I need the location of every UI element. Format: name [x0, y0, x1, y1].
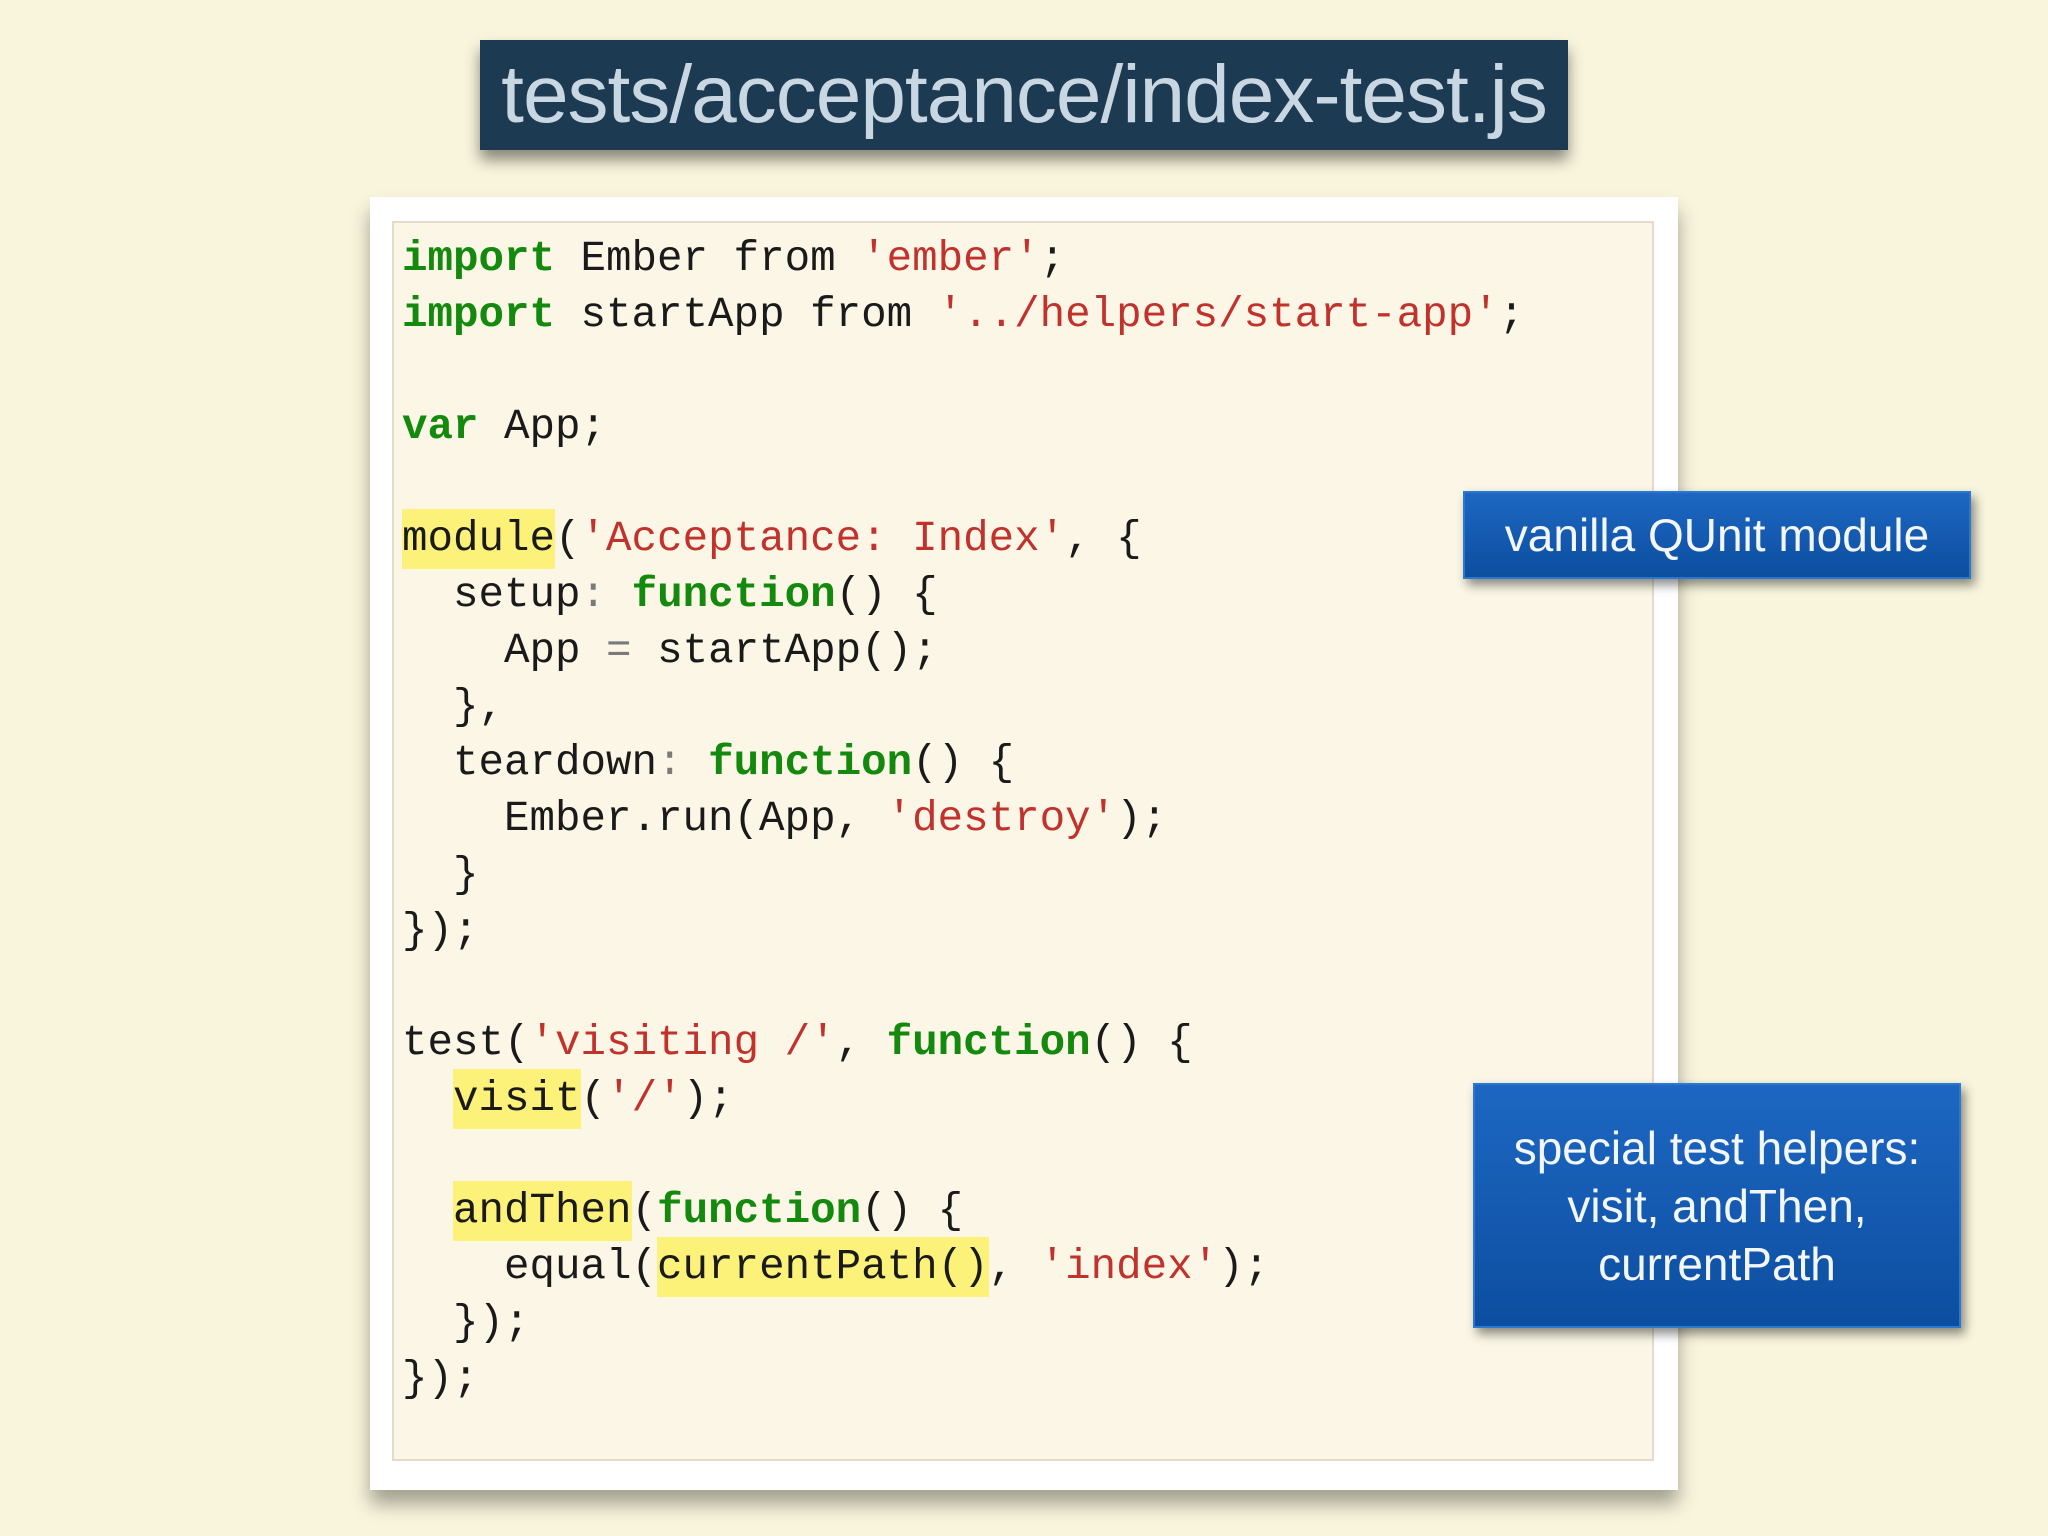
code-block: import Ember from 'ember';import startAp…	[402, 231, 1524, 1407]
keyword: function	[886, 1019, 1091, 1067]
operator: :	[580, 571, 607, 619]
code-line-21: });	[402, 1351, 1524, 1407]
code-line-6: module('Acceptance: Index', {	[402, 509, 1524, 569]
code-line-blank	[402, 455, 1524, 511]
code-text: Ember.run(App,	[402, 795, 887, 843]
operator: :	[657, 739, 683, 787]
code-line-18: andThen(function() {	[402, 1181, 1524, 1241]
code-line-1: import Ember from 'ember';	[402, 231, 1524, 287]
code-line-11: Ember.run(App, 'destroy');	[402, 791, 1524, 847]
keyword: var	[402, 403, 479, 451]
code-line-15: test('visiting /', function() {	[402, 1015, 1524, 1071]
code-line-19: equal(currentPath(), 'index');	[402, 1237, 1524, 1297]
callout-helpers-line-3: currentPath	[1598, 1237, 1836, 1290]
code-text: (	[555, 515, 581, 563]
code-text: ,	[988, 1243, 1040, 1291]
code-text: () {	[835, 571, 938, 619]
keyword: import	[402, 235, 556, 283]
code-text: () {	[1090, 1019, 1193, 1067]
string-literal: 'destroy'	[886, 795, 1117, 843]
string-literal: 'visiting /'	[529, 1019, 836, 1067]
highlighted-andthen: andThen	[453, 1181, 632, 1241]
callout-qunit-module: vanilla QUnit module	[1463, 491, 1971, 579]
code-text	[606, 571, 632, 619]
code-text: });	[402, 907, 479, 955]
code-indent	[402, 1187, 453, 1235]
code-line-12: }	[402, 847, 1524, 903]
string-literal: 'ember'	[861, 235, 1040, 283]
string-literal: 'index'	[1039, 1243, 1219, 1291]
code-line-blank	[402, 1127, 1524, 1183]
keyword: import	[402, 291, 556, 339]
code-line-10: teardown: function() {	[402, 735, 1524, 791]
code-text: teardown	[402, 739, 658, 787]
code-text: Ember from	[555, 235, 862, 283]
code-text: );	[682, 1075, 734, 1123]
string-literal: '../helpers/start-app'	[937, 291, 1499, 339]
code-indent	[402, 1075, 453, 1123]
code-text: equal(	[402, 1243, 658, 1291]
code-text: ,	[835, 1019, 887, 1067]
highlighted-currentpath: currentPath()	[657, 1237, 989, 1297]
code-text: (	[580, 1075, 607, 1123]
code-panel: import Ember from 'ember';import startAp…	[392, 221, 1654, 1461]
code-line-8: App = startApp();	[402, 623, 1524, 679]
code-text: ;	[1498, 291, 1525, 339]
code-frame: import Ember from 'ember';import startAp…	[370, 197, 1678, 1490]
code-line-16: visit('/');	[402, 1069, 1524, 1129]
code-line-2: import startApp from '../helpers/start-a…	[402, 287, 1524, 343]
code-text: , {	[1065, 515, 1142, 563]
code-line-4: var App;	[402, 399, 1524, 455]
code-text: }	[402, 851, 479, 899]
slide-title: tests/acceptance/index-test.js	[480, 40, 1568, 150]
operator: =	[606, 627, 632, 675]
code-text: App;	[478, 403, 607, 451]
code-text: });	[402, 1355, 479, 1403]
code-line-blank	[402, 343, 1524, 399]
code-line-13: });	[402, 903, 1524, 959]
code-text: setup	[402, 571, 581, 619]
code-line-blank	[402, 959, 1524, 1015]
keyword: function	[631, 571, 836, 619]
code-line-20: });	[402, 1295, 1524, 1351]
code-text: () {	[912, 739, 1015, 787]
code-text: );	[1116, 795, 1168, 843]
code-text: ;	[1039, 235, 1066, 283]
code-line-9: },	[402, 679, 1524, 735]
keyword: function	[708, 739, 913, 787]
callout-qunit-text: vanilla QUnit module	[1504, 509, 1930, 561]
code-text: () {	[861, 1187, 964, 1235]
code-text	[683, 739, 709, 787]
code-text: test(	[402, 1019, 530, 1067]
keyword: function	[657, 1187, 862, 1235]
string-literal: '/'	[606, 1075, 683, 1123]
highlighted-module: module	[402, 509, 556, 569]
code-text: });	[402, 1299, 530, 1347]
code-text: startApp from	[555, 291, 938, 339]
callout-test-helpers: special test helpers: visit, andThen, cu…	[1473, 1083, 1961, 1328]
code-line-7: setup: function() {	[402, 567, 1524, 623]
code-text: },	[402, 683, 505, 731]
slide-title-text: tests/acceptance/index-test.js	[501, 49, 1548, 140]
code-text: );	[1218, 1243, 1270, 1291]
code-text: startApp();	[631, 627, 938, 675]
code-text: App	[402, 627, 607, 675]
highlighted-visit: visit	[453, 1069, 581, 1129]
callout-helpers-line-2: visit, andThen,	[1567, 1179, 1867, 1232]
callout-helpers-line-1: special test helpers:	[1513, 1121, 1921, 1174]
code-text: (	[631, 1187, 658, 1235]
string-literal: 'Acceptance: Index'	[580, 515, 1066, 563]
